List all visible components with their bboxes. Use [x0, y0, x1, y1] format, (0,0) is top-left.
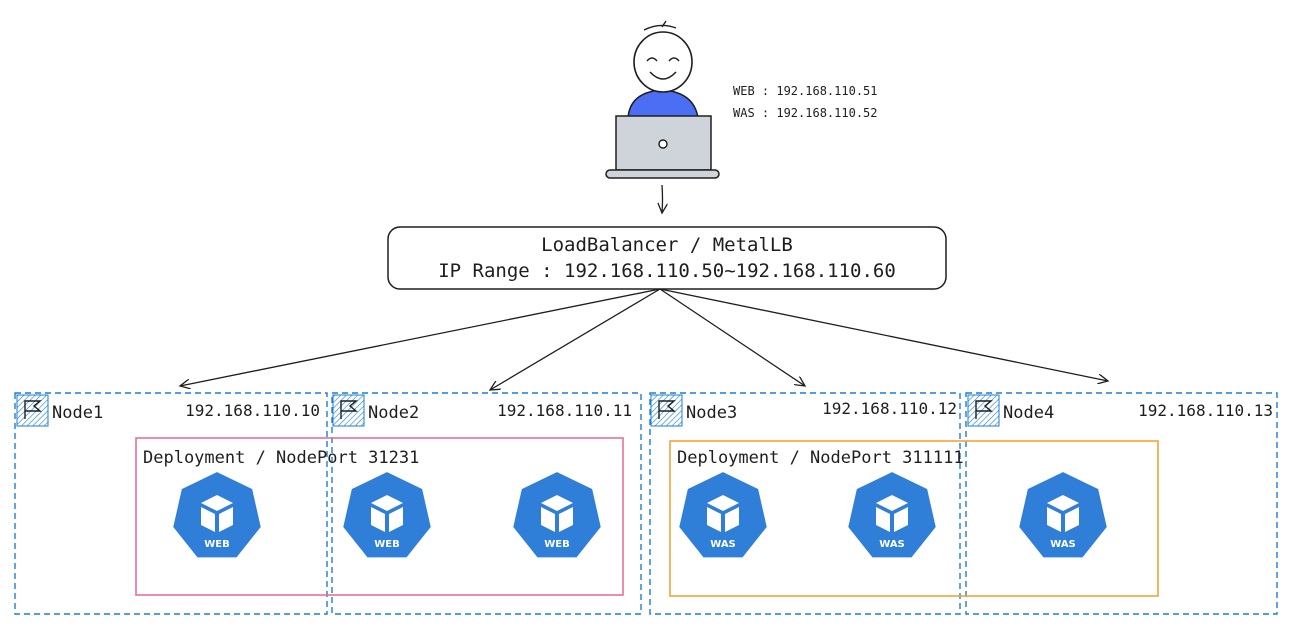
deployment-label: Deployment / NodePort 31231	[143, 448, 419, 468]
deployment-was: Deployment / NodePort 311111	[669, 440, 1159, 597]
user-icon	[605, 20, 720, 179]
pod-label: WEB	[204, 539, 229, 550]
node-name: Node1	[52, 403, 103, 423]
pod-label: WAS	[1050, 539, 1076, 550]
node-3: Node3 192.168.110.12	[649, 392, 961, 615]
kubernetes-pod-icon: WEB	[171, 469, 263, 560]
node-name: Node3	[686, 403, 737, 423]
pod-label: WEB	[374, 539, 399, 550]
pod-label: WAS	[879, 539, 905, 550]
node-ip: 192.168.110.10	[185, 401, 320, 420]
node-4: Node4 192.168.110.13	[965, 392, 1278, 615]
deployment-web: Deployment / NodePort 31231	[135, 437, 624, 596]
node-ip: 192.168.110.11	[497, 401, 632, 420]
node-name: Node4	[1003, 403, 1054, 423]
load-balancer-title: LoadBalancer / MetalLB	[541, 234, 793, 256]
node-name: Node2	[368, 403, 419, 423]
client-was-ip: WAS : 192.168.110.52	[733, 106, 878, 120]
lb-to-node1-arrow	[180, 288, 661, 386]
node-ip: 192.168.110.12	[822, 399, 957, 418]
user-to-lb-arrow	[662, 184, 663, 213]
flag-icon	[967, 394, 1000, 427]
load-balancer-ip-range: IP Range : 192.168.110.50~192.168.110.60	[438, 260, 896, 282]
lb-to-node2-arrow	[490, 288, 661, 390]
kubernetes-pod-icon: WAS	[846, 469, 938, 560]
node-ip: 192.168.110.13	[1138, 401, 1273, 420]
pod-label: WEB	[544, 539, 569, 550]
flag-icon	[332, 394, 365, 427]
lb-to-node4-arrow	[659, 288, 1108, 381]
lb-to-node3-arrow	[659, 288, 805, 386]
kubernetes-pod-icon: WEB	[341, 469, 433, 560]
kubernetes-pod-icon: WAS	[677, 469, 769, 560]
deployment-label: Deployment / NodePort 311111	[677, 448, 964, 468]
kubernetes-pod-icon: WEB	[511, 469, 603, 560]
pod-label: WAS	[710, 539, 736, 550]
node-1: Node1 192.168.110.10	[14, 392, 328, 615]
client-web-ip: WEB : 192.168.110.51	[733, 84, 878, 98]
load-balancer: LoadBalancer / MetalLB IP Range : 192.16…	[387, 226, 947, 290]
kubernetes-pod-icon: WAS	[1017, 469, 1109, 560]
pods-layer: WEB WEB WEB WAS WAS WAS	[171, 469, 1109, 560]
node-2: Node2 192.168.110.11	[331, 392, 642, 615]
flag-icon	[16, 394, 49, 427]
flag-icon	[650, 394, 683, 427]
